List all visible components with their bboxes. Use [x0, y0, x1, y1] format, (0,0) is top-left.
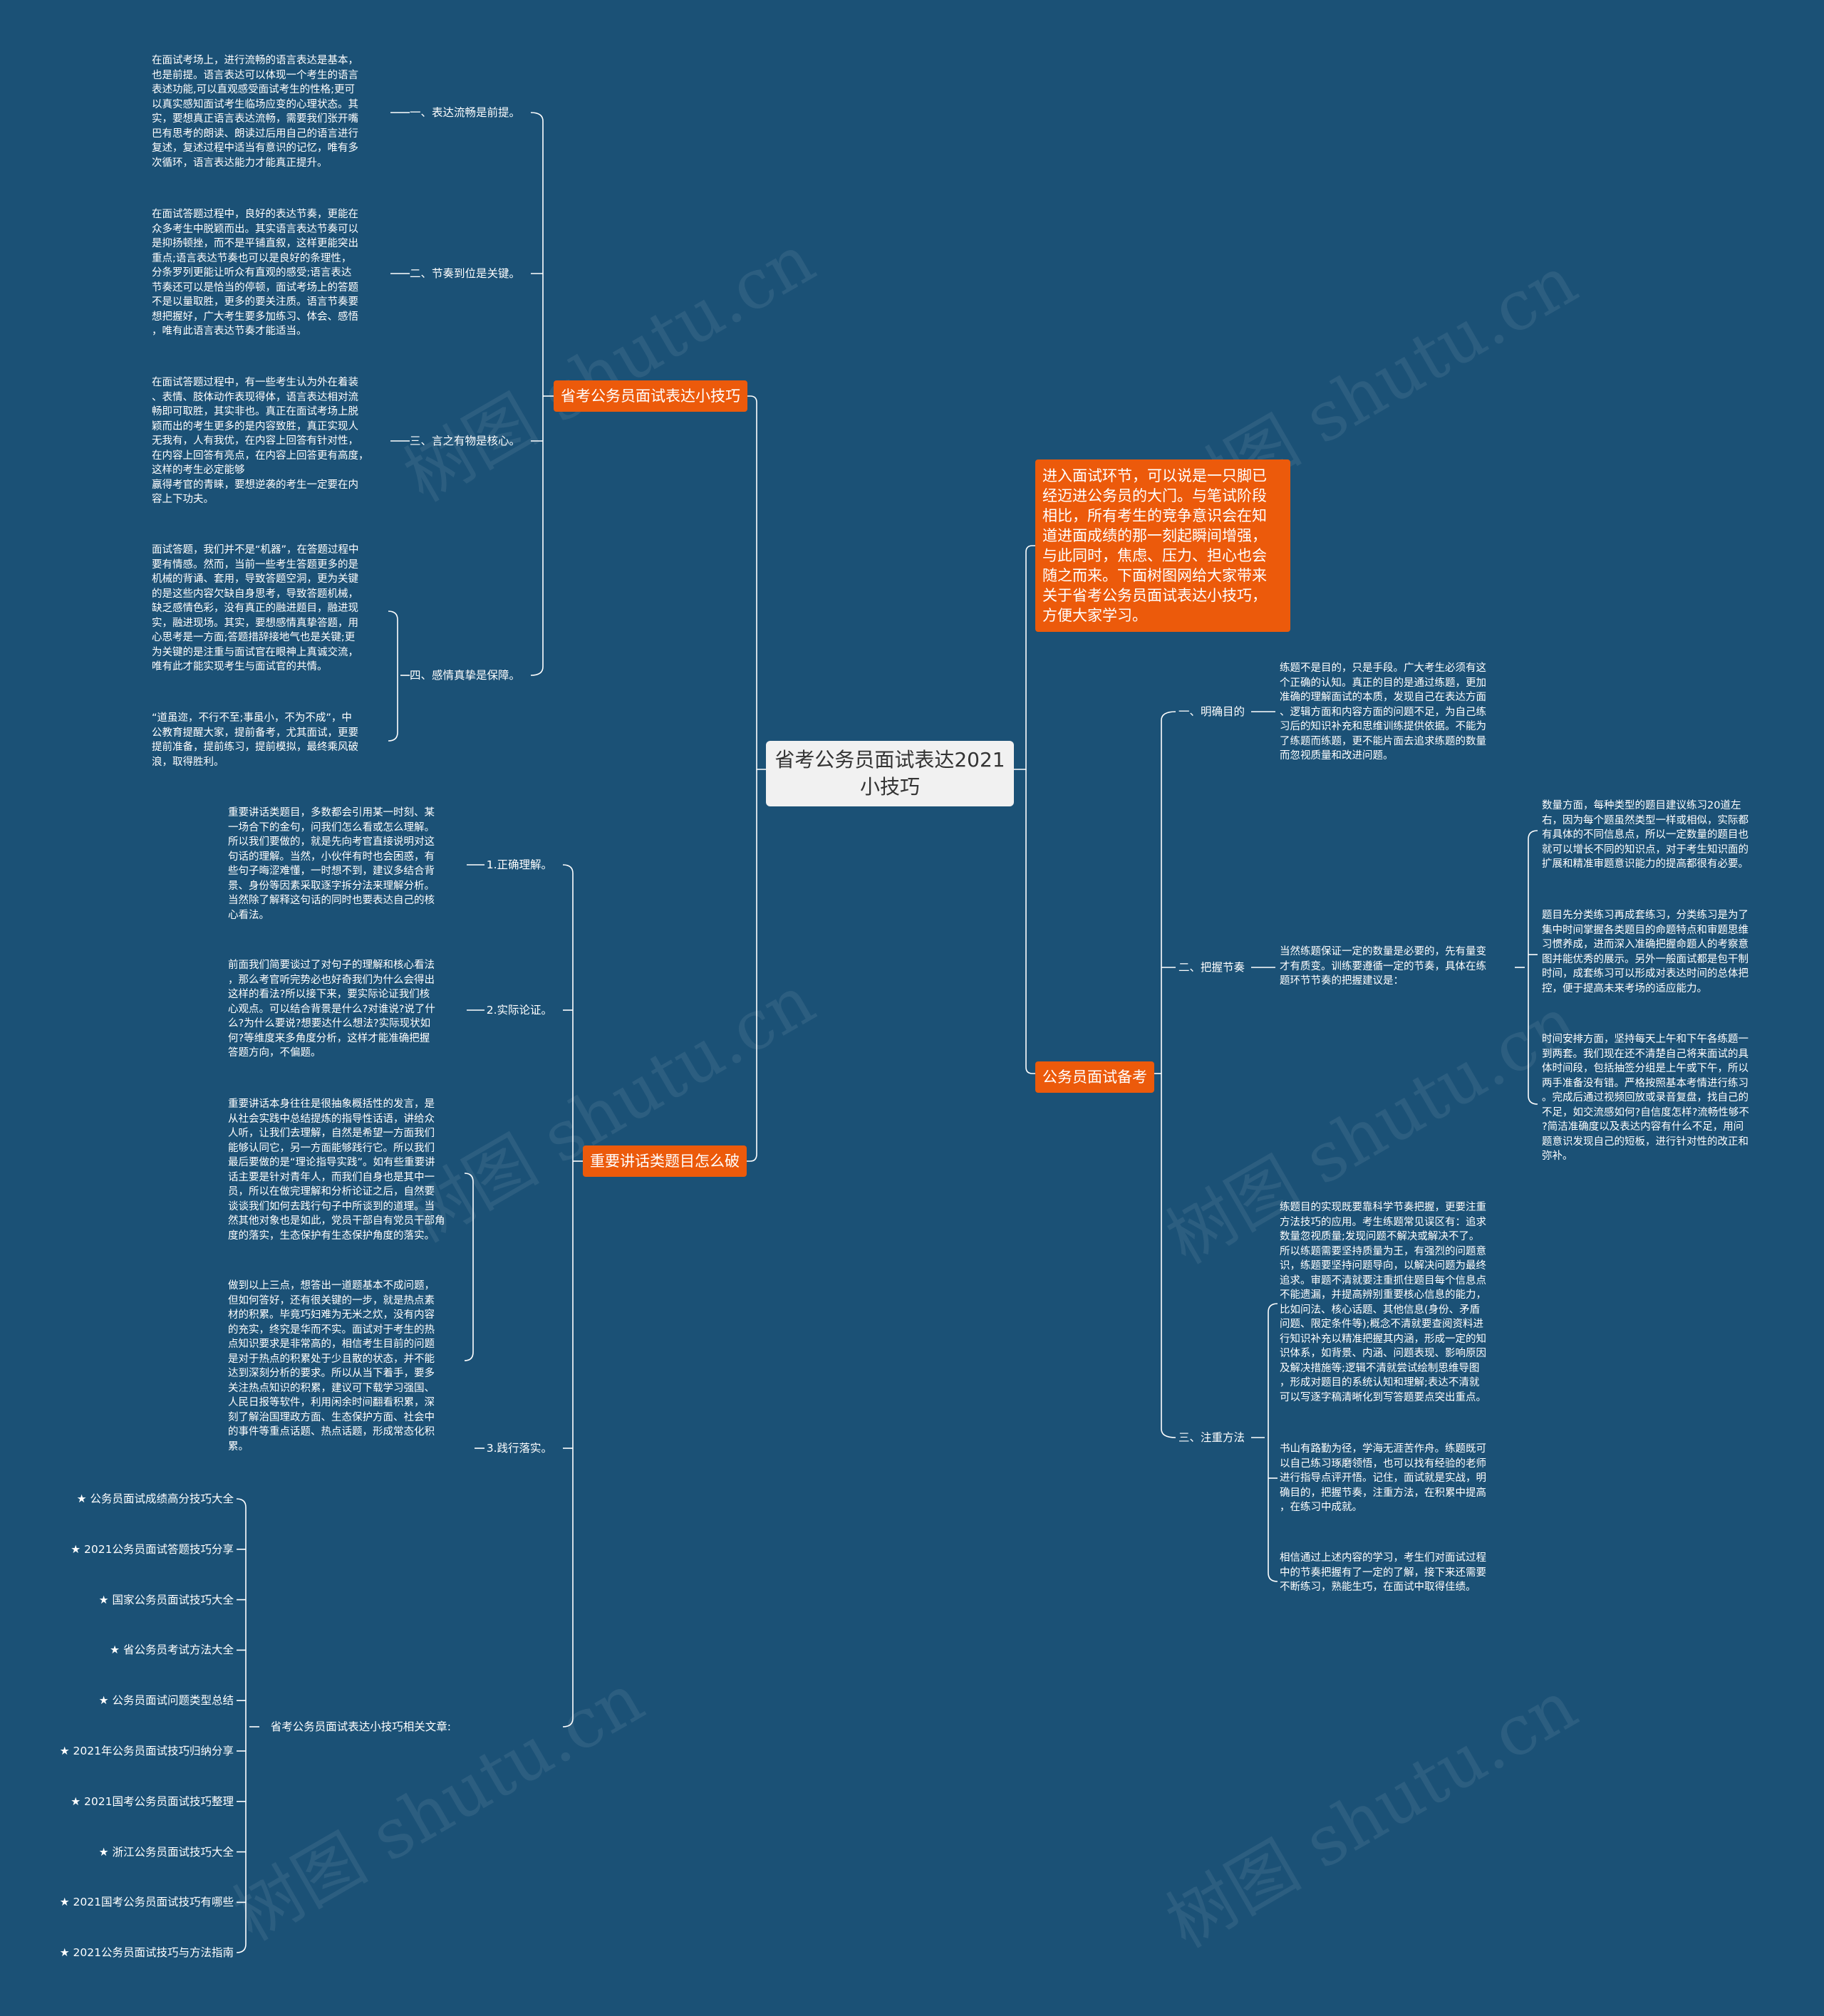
topic-substance[interactable]: 三、言之有物是核心。 — [409, 435, 520, 447]
related-article-link[interactable]: ★ 公务员面试问题类型总结 — [98, 1694, 234, 1708]
connector — [388, 610, 398, 742]
topic-rhythm-text: 在面试答题过程中，良好的表达节奏，更能在 众多考生中脱颖而出。其实语言表达节奏可… — [152, 209, 358, 337]
topic-rhythm[interactable]: 二、节奏到位是关键。 — [409, 267, 520, 280]
topic-rhythm-control[interactable]: 二、把握节奏 — [1178, 961, 1245, 974]
topic-practice[interactable]: 3.践行落实。 — [486, 1442, 552, 1455]
topic-fluent-expression-text: 在面试考场上，进行流畅的语言表达是基本， 也是前提。语言表达可以体现一个考生的语… — [152, 55, 358, 169]
connector — [464, 1173, 474, 1361]
connector — [1000, 545, 1035, 770]
connector — [1025, 769, 1035, 1074]
topic-sincere-emotion-text-2: “道虽迩，不行不至;事虽小，不为不成”，中 公教育提醒大家，提前备考，尤其面试，… — [152, 712, 358, 768]
topic-clear-goal[interactable]: 一、明确目的 — [1178, 705, 1245, 718]
topic-methods[interactable]: 三、注重方法 — [1178, 1431, 1245, 1444]
related-article-link[interactable]: ★ 省公务员考试方法大全 — [110, 1643, 234, 1657]
connector — [530, 112, 544, 676]
topic-sincere-emotion[interactable]: 四、感情真挚是保障。 — [409, 669, 520, 682]
topic-argument[interactable]: 2.实际论证。 — [486, 1004, 552, 1017]
related-article-link[interactable]: ★ 2021公务员面试答题技巧分享 — [71, 1542, 234, 1556]
related-article-link[interactable]: ★ 2021公务员面试技巧与方法指南 — [59, 1946, 234, 1960]
topic-sincere-emotion-text-1: 面试答题，我们并不是“机器”，在答题过程中 要有情感。然而，当前一些考生答题更多… — [152, 544, 359, 672]
connector — [744, 769, 757, 1162]
rhythm-quantity-text: 数量方面，每种类型的题目建议练习20道左 右，因为每个题虽然类型一样或相似，实际… — [1542, 800, 1748, 870]
related-article-link[interactable]: ★ 国家公务员面试技巧大全 — [98, 1593, 234, 1606]
connector — [1528, 830, 1538, 1105]
related-article-link[interactable]: ★ 浙江公务员面试技巧大全 — [98, 1845, 234, 1859]
topic-substance-text: 在面试答题过程中，有一些考生认为外在着装 、表情、肢体动作表现得体，语言表达相对… — [152, 377, 369, 505]
connector — [744, 395, 766, 770]
related-article-link[interactable]: ★ 2021国考公务员面试技巧有哪些 — [59, 1896, 234, 1909]
related-article-link[interactable]: ★ 2021年公务员面试技巧归纳分享 — [59, 1745, 234, 1757]
branch-speech-questions[interactable]: 重要讲话类题目怎么破 — [583, 1145, 747, 1177]
rhythm-categorize-text: 题目先分类练习再成套练习，分类练习是为了 集中时间掌握各类题目的命题特点和审题思… — [1542, 910, 1748, 994]
branch-interview-prep[interactable]: 公务员面试备考 — [1035, 1061, 1154, 1093]
connector — [1161, 711, 1176, 1438]
related-article-link[interactable]: ★ 2021国考公务员面试技巧整理 — [71, 1794, 234, 1808]
topic-correct-understanding[interactable]: 1.正确理解。 — [486, 858, 552, 871]
topic-practice-text-1: 重要讲话本身往往是很抽象概括性的发言，是 从社会实践中总结提炼的指导性话语，讲给… — [228, 1098, 445, 1242]
topic-rhythm-control-text: 当然练题保证一定的数量是必要的，先有量变 才有质变。训练要遵循一定的节奏，具体在… — [1280, 946, 1486, 987]
connector — [1268, 1303, 1278, 1582]
topic-argument-text: 前面我们简要谈过了对句子的理解和核心看法 ，那么考官听完势必也好奇我们为什么会得… — [228, 960, 435, 1059]
methods-text-2: 书山有路勤为径，学海无涯苦作舟。练题既可 以自己练习琢磨领悟，也可以找有经验的老… — [1280, 1443, 1486, 1513]
topic-correct-understanding-text: 重要讲话类题目，多数都会引用某一时刻、某 一场合下的金句，问我们怎么看或怎么理解… — [228, 807, 435, 921]
connector — [236, 1498, 247, 1953]
methods-text-1: 练题目的实现既要靠科学节奏把握，更要注重 方法技巧的应用。考生练题常见误区有：追… — [1280, 1202, 1486, 1403]
rhythm-schedule-text: 时间安排方面，坚持每天上午和下午各练题一 到两套。我们现在还不清楚自己将来面试的… — [1542, 1034, 1749, 1162]
branch-expression-tips[interactable]: 省考公务员面试表达小技巧 — [554, 380, 747, 412]
intro-node[interactable]: 进入面试环节，可以说是一只脚已 经迈进公务员的大门。与笔试阶段 相比，所有考生的… — [1035, 459, 1290, 632]
root-node[interactable]: 省考公务员面试表达2021 小技巧 — [766, 741, 1014, 806]
connector — [562, 864, 574, 1727]
methods-text-3: 相信通过上述内容的学习，考生们对面试过程 中的节奏把握有了一定的了解，接下来还需… — [1280, 1552, 1486, 1593]
related-article-link[interactable]: ★ 公务员面试成绩高分技巧大全 — [76, 1492, 234, 1505]
topic-clear-goal-text: 练题不是目的，只是手段。广大考生必须有这 个正确的认知。真正的目的是通过练题，更… — [1280, 663, 1486, 762]
topic-related-articles[interactable]: 省考公务员面试表达小技巧相关文章: — [270, 1720, 451, 1733]
topic-fluent-expression[interactable]: 一、表达流畅是前提。 — [409, 106, 520, 119]
topic-practice-text-2: 做到以上三点，想答出一道题基本不成问题， 但如何答好，还有很关键的一步，就是热点… — [228, 1280, 435, 1453]
